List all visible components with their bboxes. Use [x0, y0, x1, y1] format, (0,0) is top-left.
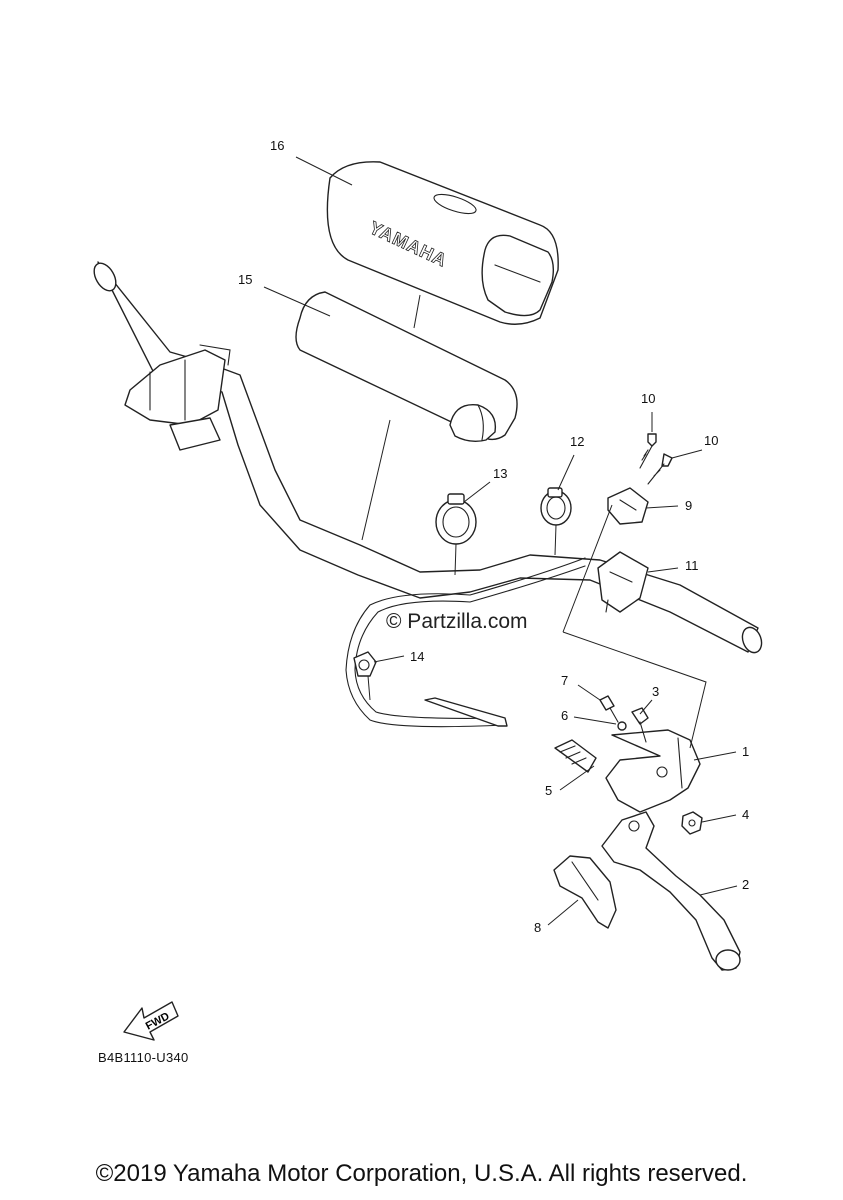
callout-10-upper: 10: [641, 391, 655, 406]
callout-7: 7: [561, 673, 568, 688]
callout-3: 3: [652, 684, 659, 699]
lever-holder-1: [605, 729, 701, 813]
adjuster-5: [554, 739, 597, 773]
copyright-notice: ©2019 Yamaha Motor Corporation, U.S.A. A…: [95, 1160, 748, 1187]
clutch-lever-2: [601, 811, 741, 971]
assembly-outline: [562, 504, 707, 749]
callout-16: 16: [270, 138, 284, 153]
holder-9: [607, 487, 649, 525]
callout-14: 14: [410, 649, 424, 664]
handlebar-cover-16: YAMAHA: [326, 161, 559, 325]
callout-8: 8: [534, 920, 541, 935]
handlebar: [93, 261, 763, 654]
screws-3-6-7: [599, 695, 649, 743]
callout-11: 11: [685, 558, 699, 573]
callout-2: 2: [742, 877, 749, 892]
callout-9: 9: [685, 498, 692, 513]
callout-12: 12: [570, 434, 584, 449]
callout-10-lower: 10: [704, 433, 718, 448]
leader-lines: [263, 156, 738, 926]
forward-arrow-icon: FWD: [123, 1001, 179, 1041]
diagram-code: B4B1110-U340: [98, 1050, 189, 1065]
callout-13: 13: [493, 466, 507, 481]
callout-4: 4: [742, 807, 749, 822]
band-12: [540, 487, 572, 526]
cable-guide-14: [353, 651, 377, 677]
bolts-10: [639, 433, 673, 485]
lever-cover-8: [553, 855, 617, 929]
left-switch-housing: [124, 344, 231, 451]
nut-4: [681, 811, 703, 835]
callout-15: 15: [238, 272, 252, 287]
clutch-cable: [345, 557, 586, 728]
handlebar-pad-15: [295, 291, 518, 443]
callout-labels: 1 2 3 4 5 6 7 8 9 10 10 11 12 13 14 15 1…: [238, 138, 749, 935]
band-13: [435, 493, 477, 545]
callout-1: 1: [742, 744, 749, 759]
fwd-label: FWD: [144, 1010, 172, 1032]
callout-6: 6: [561, 708, 568, 723]
watermark: © Partzilla.com: [386, 610, 528, 633]
callout-5: 5: [545, 783, 552, 798]
bracket-11: [597, 551, 649, 613]
